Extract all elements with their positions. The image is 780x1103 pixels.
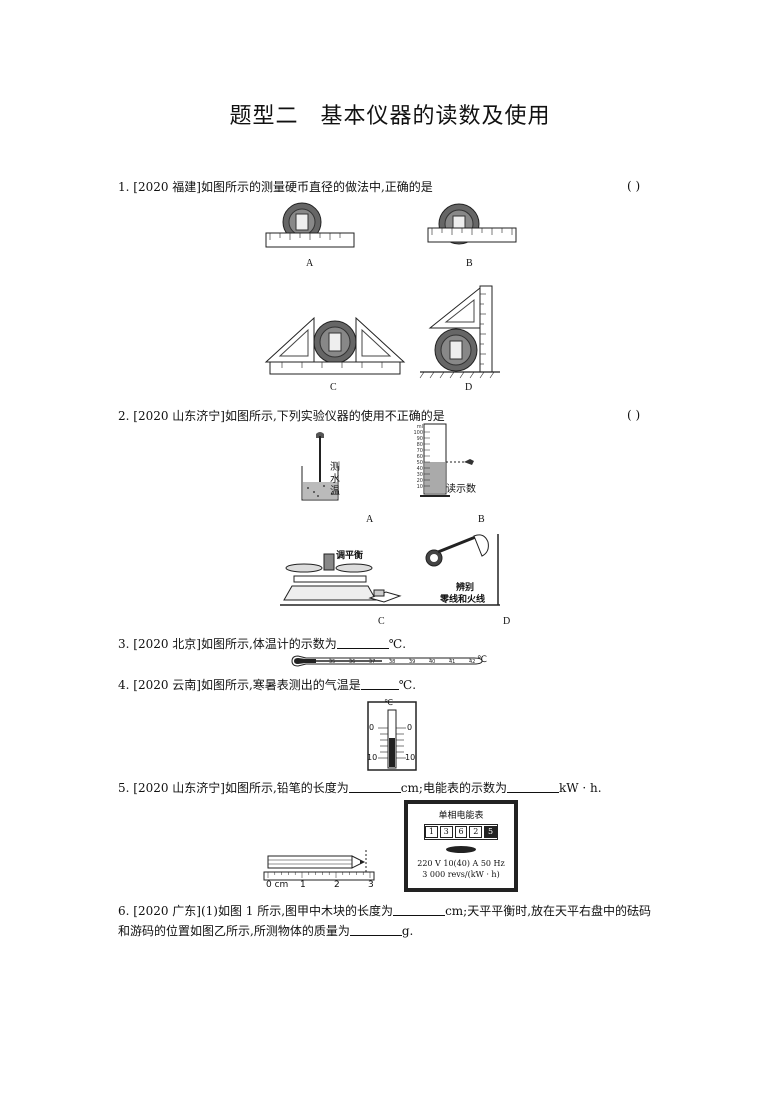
figure-1a-coin-ruler [265,202,355,248]
question-3-text-after: ℃. [388,637,407,651]
thermometer-tick: 36 [349,659,356,665]
meter-disc [446,846,476,853]
cylinder-tick: 60 [416,454,423,460]
figure-1d-triangle-coin-vertical-ruler [419,285,500,379]
question-1-text: 1. [2020 福建]如图所示的测量硬币直径的做法中,正确的是 [118,180,433,194]
question-5-text-after: kW · h. [558,781,602,795]
figure-1c-label: C [330,382,337,393]
figure-2a-caption: 测 水 温 [330,462,342,498]
cylinder-tick: 20 [416,478,423,484]
meter-title: 单相电能表 [438,811,484,821]
figure-3-unit: ℃ [477,655,488,665]
figure-5-ruler-2: 2 [334,880,340,890]
meter-constant: 3 000 revs/(kW · h) [422,870,500,879]
cylinder-tick: 80 [416,442,423,448]
figure-4-unit: ℃ [384,698,393,707]
question-5-text-mid: cm;电能表的示数为 [400,781,507,795]
question-5-text-before: 5. [2020 山东济宁]如图所示,铅笔的长度为 [118,781,349,795]
question-4-text: 4. [2020 云南]如图所示,寒暑表测出的气温是 ℃. [118,677,416,693]
figure-5-ruler-3: 3 [368,880,374,890]
figure-2a-caption-char: 测 [330,462,340,473]
figure-1b-label: B [466,258,473,269]
cylinder-tick: 70 [416,448,423,454]
cylinder-tick: 10 [416,484,423,490]
figure-2c-caption: 调平衡 [336,551,364,561]
figure-4-right-0: 0 [407,723,413,732]
figure-5-energy-meter: 单相电能表 1 3 6 2 5 220 V 10(40) A 50 Hz 3 0… [404,800,518,892]
figure-1c-triangles-coin [264,316,406,375]
question-3-text: 3. [2020 北京]如图所示,体温计的示数为 ℃. [118,636,406,652]
question-5-text: 5. [2020 山东济宁]如图所示,铅笔的长度为 cm;电能表的示数为 kW · … [118,780,602,796]
question-6-line-2: 和游码的位置如图乙所示,所测物体的质量为 g. [118,923,413,939]
question-6-line-1-after: cm;天平平衡时,放在天平右盘中的砝码 [445,904,652,918]
figure-5-ruler-0: 0 cm [266,880,289,890]
meter-digit: 2 [469,826,483,838]
title-part1: 题型二 [229,104,299,129]
answer-blank[interactable] [360,678,399,690]
figure-5-pencil-ruler [263,850,375,881]
question-3-text-before: 3. [2020 北京]如图所示,体温计的示数为 [118,637,337,651]
meter-digit: 3 [439,826,453,838]
meter-digit: 1 [425,826,438,838]
thermometer-tick: 38 [389,659,396,665]
page-title: 题型二基本仪器的读数及使用 [0,98,780,130]
answer-blank[interactable] [348,781,401,793]
figure-2c-label: C [378,616,385,627]
figure-2b-label: B [478,514,485,525]
figure-4-left-10: 10 [367,753,378,762]
question-6-line-1: 6. [2020 广东](1)如图 1 所示,图甲中木块的长度为 cm;天平平衡时… [118,903,651,919]
question-2-text: 2. [2020 山东济宁]如图所示,下列实验仪器的使用不正确的是 [118,409,445,423]
figure-2a-caption-char: 温 [330,486,340,497]
figure-5-ruler-1: 1 [300,880,306,890]
cylinder-tick: 90 [416,436,423,442]
figure-4-left-0: 0 [369,723,375,732]
figure-2b-graduated-cylinder [420,423,474,497]
cylinder-tick: 30 [416,472,423,478]
thermometer-tick: 42 [469,659,476,665]
figure-2d-caption-2: 零线和火线 [440,595,486,605]
answer-blank[interactable] [336,637,389,649]
answer-blank[interactable] [349,924,402,936]
figure-4-wall-thermometer [367,701,417,771]
meter-digit-decimal: 5 [484,826,497,838]
thermometer-tick: 35 [329,659,336,665]
figure-2b-scale: ml 100 90 80 70 60 50 40 30 20 10 [409,424,423,490]
figure-1a-label: A [306,258,314,269]
figure-1b-coin-ruler [427,203,517,245]
figure-4-right-10: 10 [405,753,416,762]
answer-blank[interactable] [506,781,559,793]
cylinder-tick: 40 [416,466,423,472]
question-4-text-after: ℃. [398,678,417,692]
question-6-line-1-before: 6. [2020 广东](1)如图 1 所示,图甲中木块的长度为 [118,904,394,918]
thermometer-tick: 39 [409,659,416,665]
figure-2a-caption-char: 水 [330,474,340,485]
answer-blank[interactable] [393,904,446,916]
meter-display: 1 3 6 2 5 [424,824,498,840]
figure-3-clinical-thermometer [291,655,483,667]
question-2-answer-paren: ( ) [627,408,641,422]
figure-2cd-balance-tester [280,534,500,606]
figure-1d-label: D [465,382,473,393]
cylinder-tick: ml [416,424,423,430]
figure-2a-thermometer-beaker [301,432,339,501]
question-6-line-2-before: 和游码的位置如图乙所示,所测物体的质量为 [118,924,350,938]
figure-2a-label: A [366,514,374,525]
meter-rating: 220 V 10(40) A 50 Hz [417,859,505,868]
cylinder-tick: 50 [416,460,423,466]
thermometer-tick: 40 [429,659,436,665]
meter-digit: 6 [454,826,468,838]
question-4-text-before: 4. [2020 云南]如图所示,寒暑表测出的气温是 [118,678,361,692]
cylinder-tick: 100 [413,430,423,436]
thermometer-tick: 41 [449,659,456,665]
title-part2: 基本仪器的读数及使用 [320,104,551,129]
thermometer-tick: 37 [369,659,376,665]
question-1-answer-paren: ( ) [627,179,641,193]
figure-2b-caption: 读示数 [446,484,476,495]
figure-2d-caption-1: 辨别 [456,583,475,593]
question-6-line-2-after: g. [401,924,414,938]
figure-2d-label: D [503,616,511,627]
